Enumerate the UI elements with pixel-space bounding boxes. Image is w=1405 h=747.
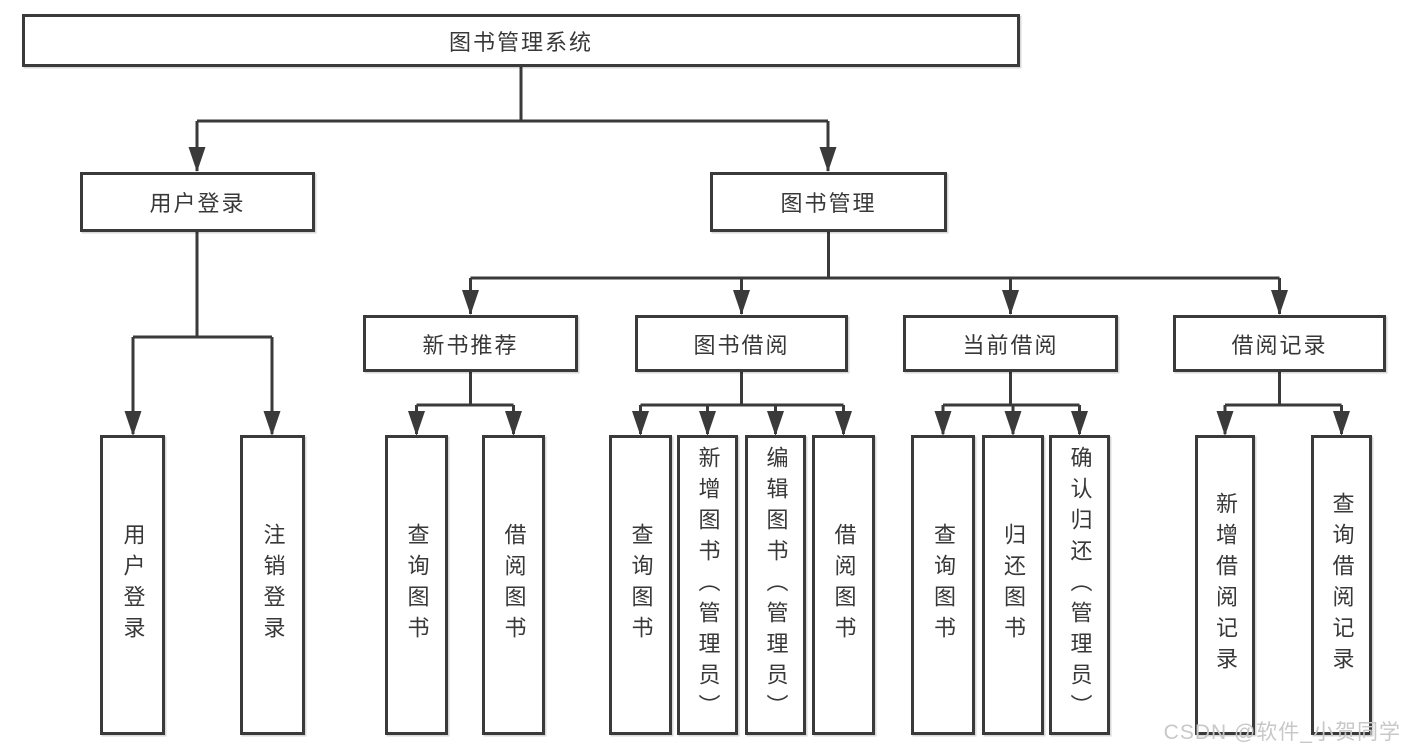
connector-book-management-to-level3 (469, 232, 1281, 314)
arrow-down-icon (835, 411, 852, 436)
arrow-down-icon (1271, 290, 1288, 315)
leaf-return-books: 归还图书 (982, 435, 1044, 735)
node-label: 查询图书 (404, 523, 430, 647)
leaf-borrow-books-recommend: 借阅图书 (482, 435, 545, 735)
node-book-management: 图书管理 (710, 172, 947, 232)
leaf-query-books-current: 查询图书 (911, 435, 975, 735)
node-label: 查询借阅记录 (1329, 492, 1355, 678)
arrowheads (124, 147, 1350, 436)
arrow-down-icon (1004, 411, 1022, 436)
leaf-query-books-recommend: 查询图书 (385, 435, 448, 735)
node-label: 图书借阅 (693, 332, 790, 358)
node-label: 新书推荐 (422, 332, 519, 358)
node-label: 新增借阅记录 (1213, 492, 1238, 678)
node-new-book-recommendation: 新书推荐 (363, 315, 578, 372)
node-label: 借阅图书 (831, 523, 857, 647)
leaf-query-books-borrow: 查询图书 (609, 435, 672, 735)
arrow-down-icon (819, 147, 837, 172)
arrow-down-icon (1216, 411, 1234, 436)
node-label: 确认归还（管理员） (1067, 445, 1093, 725)
arrow-down-icon (408, 411, 425, 436)
node-label: 用户登录 (120, 523, 146, 647)
connector-root-to-level2 (195, 66, 830, 171)
arrow-down-icon (632, 411, 649, 436)
node-label: 当前借阅 (962, 332, 1059, 358)
arrow-down-icon (1333, 411, 1350, 436)
node-label: 查询图书 (931, 523, 956, 647)
node-book-borrowing: 图书借阅 (635, 315, 848, 372)
node-user-login: 用户登录 (80, 172, 315, 232)
node-label: 查询图书 (628, 523, 654, 647)
connector-user-login-to-leaves (131, 232, 274, 434)
csdn-watermark: CSDN @软件_小贺同学 (1163, 721, 1401, 744)
arrow-down-icon (263, 411, 281, 436)
node-current-borrowing: 当前借阅 (903, 315, 1118, 372)
arrow-down-icon (767, 411, 784, 436)
leaf-borrow-books: 借阅图书 (812, 435, 875, 735)
arrow-down-icon (124, 411, 142, 436)
arrow-down-icon (733, 290, 750, 315)
node-label: 编辑图书（管理员） (763, 445, 789, 725)
arrow-down-icon (1002, 290, 1019, 315)
node-label: 图书管理系统 (448, 29, 593, 55)
arrow-down-icon (505, 411, 522, 436)
connector-new-book-to-leaves (415, 372, 515, 434)
leaf-user-login: 用户登录 (100, 435, 165, 735)
node-label: 图书管理 (780, 191, 877, 216)
leaf-query-borrow-record: 查询借阅记录 (1311, 435, 1372, 735)
node-label: 注销登录 (260, 523, 286, 647)
arrow-down-icon (462, 290, 479, 315)
arrow-down-icon (188, 147, 206, 172)
arrow-down-icon (934, 411, 952, 436)
leaf-confirm-return-admin: 确认归还（管理员） (1049, 435, 1110, 735)
leaf-add-borrow-record: 新增借阅记录 (1195, 435, 1255, 735)
arrow-down-icon (699, 411, 716, 436)
node-label: 借阅记录 (1231, 332, 1328, 358)
leaf-edit-books-admin: 编辑图书（管理员） (745, 435, 806, 735)
node-label: 归还图书 (1001, 523, 1026, 647)
node-label: 新增图书（管理员） (695, 445, 721, 725)
arrow-down-icon (1071, 411, 1088, 436)
leaf-add-books-admin: 新增图书（管理员） (677, 435, 738, 735)
leaf-logout-login: 注销登录 (240, 435, 305, 735)
node-label: 借阅图书 (501, 523, 527, 647)
connector-borrow-record-to-leaves (1223, 372, 1343, 434)
node-borrowing-records: 借阅记录 (1173, 315, 1386, 372)
node-library-management-system: 图书管理系统 (22, 14, 1020, 67)
node-label: 用户登录 (149, 191, 246, 216)
connector-book-borrow-to-leaves (639, 372, 845, 434)
